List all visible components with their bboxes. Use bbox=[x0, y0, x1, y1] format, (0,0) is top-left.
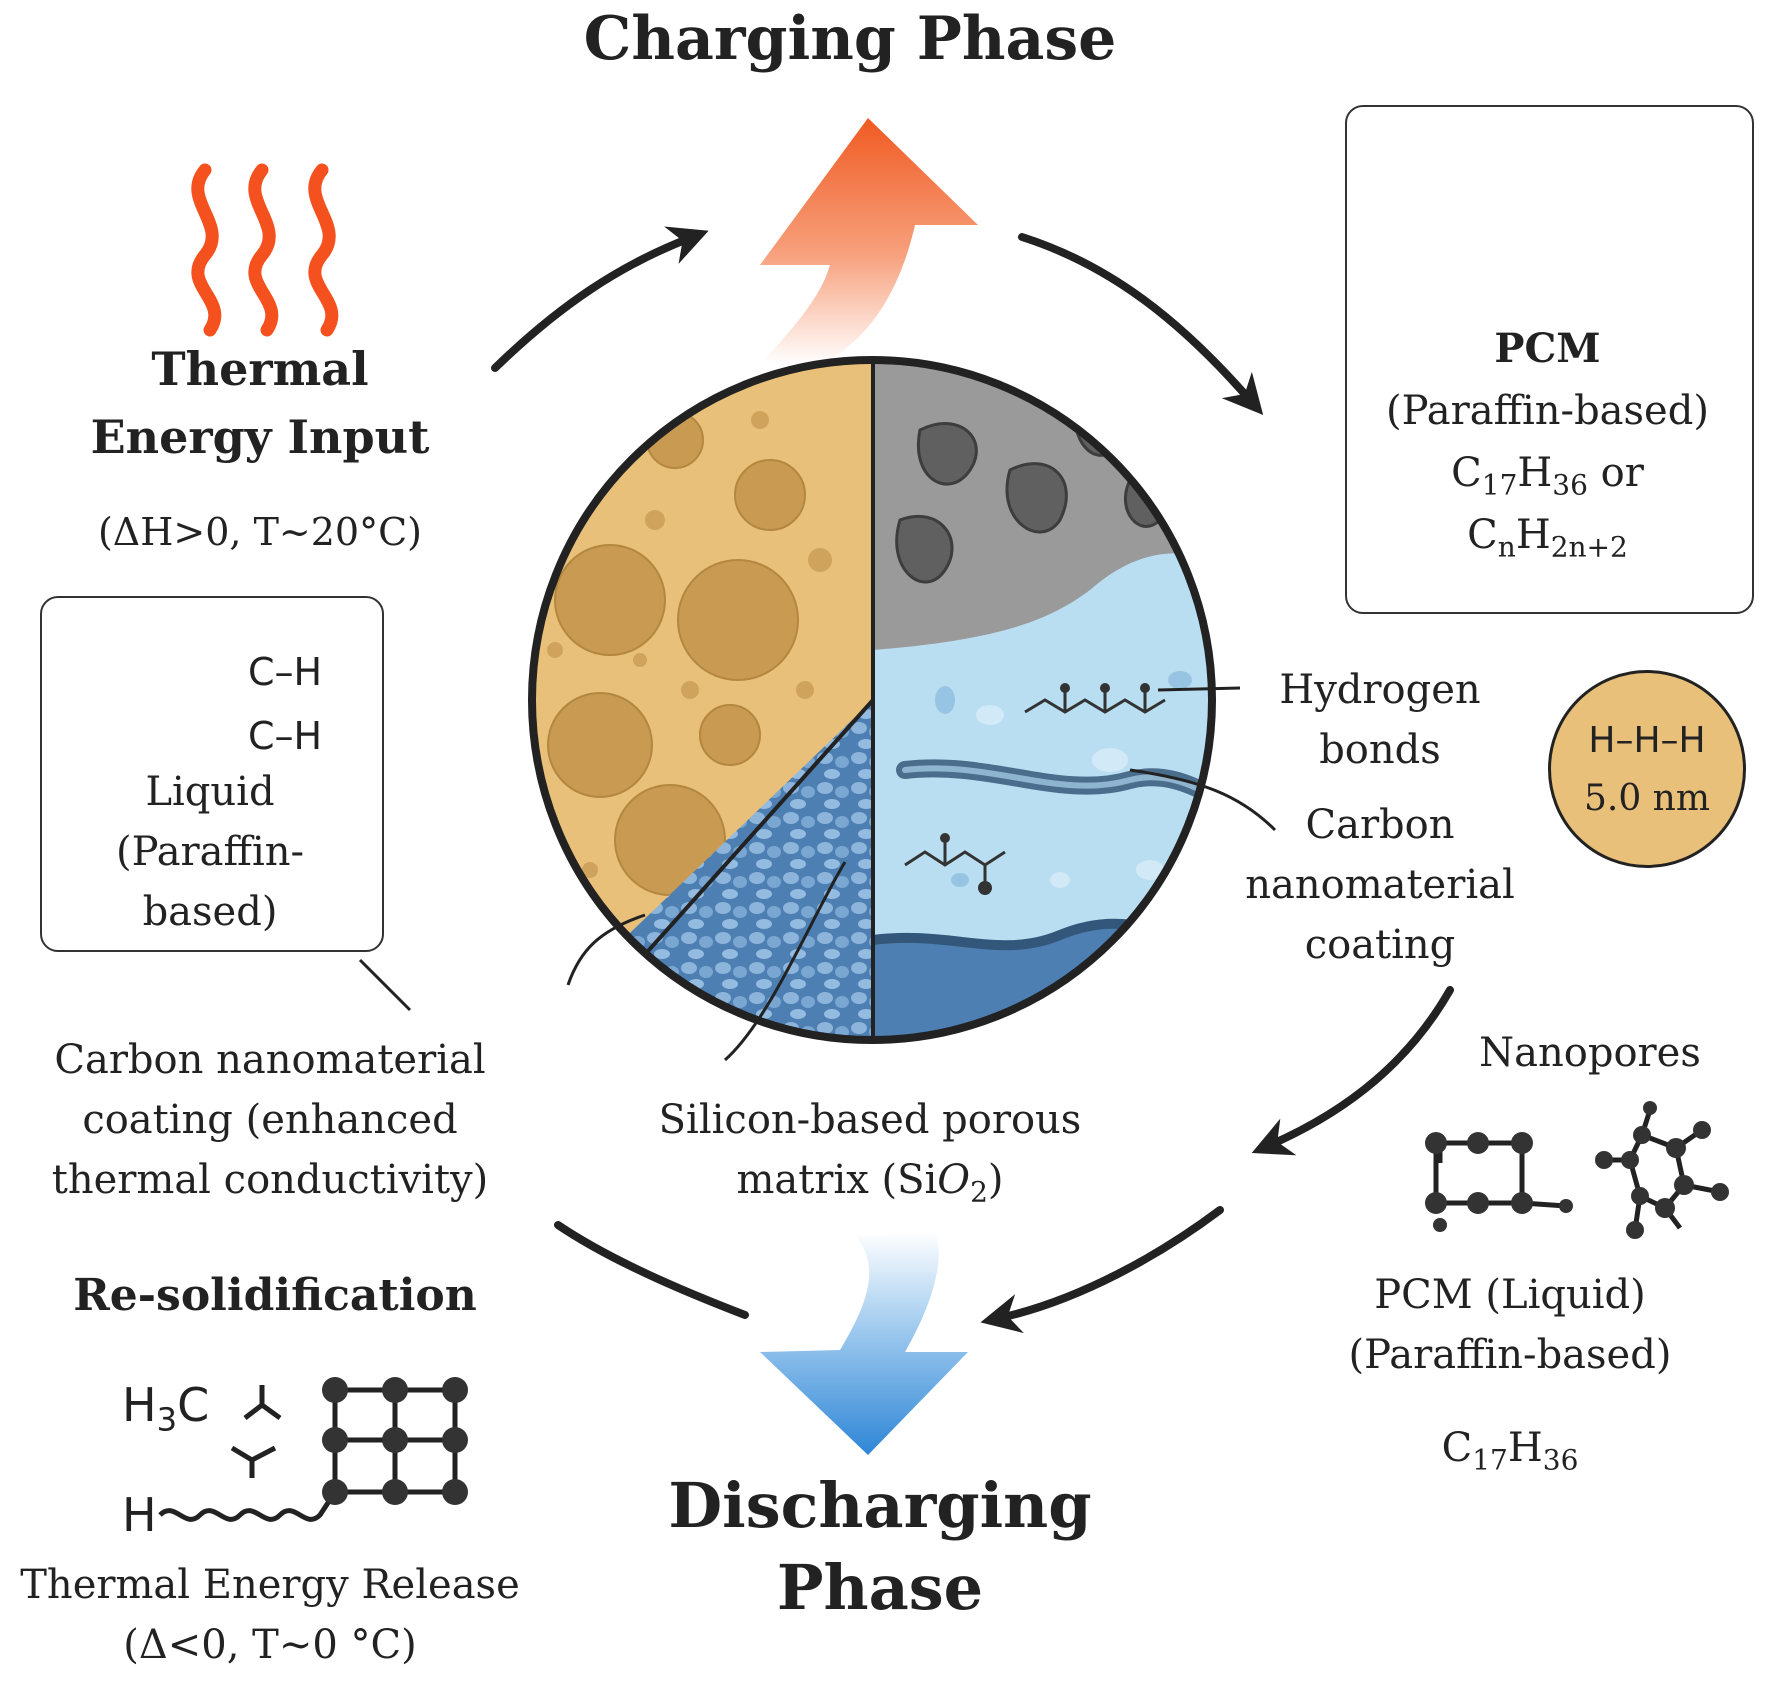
h3c-sub: 3 bbox=[156, 1400, 178, 1439]
coating-left-line2: coating (enhanced bbox=[82, 1097, 458, 1143]
thermal-release-label: Thermal Energy Release (Δ<0, T∼0 °C) bbox=[0, 1555, 540, 1675]
liquid-label-line3: based) bbox=[142, 889, 278, 935]
h3c-label: H3C bbox=[122, 1378, 210, 1436]
matrix-formula-sub: 2 bbox=[970, 1175, 988, 1209]
pcm-liquid-line1: PCM (Liquid) bbox=[1374, 1272, 1646, 1318]
hhh-line2: 5.0 nm bbox=[1583, 778, 1711, 819]
coating-right-line1: Carbon bbox=[1305, 802, 1455, 848]
liquid-box-label: Liquid (Paraffin- based) bbox=[60, 762, 360, 942]
hydrogen-line2: bonds bbox=[1319, 727, 1441, 773]
silicon-matrix-label: Silicon-based porous matrix (SiO2) bbox=[630, 1090, 1110, 1210]
matrix-formula-pre: matrix (Si bbox=[736, 1157, 938, 1203]
coating-left-line3: thermal conductivity) bbox=[51, 1157, 489, 1203]
hhh-badge bbox=[1548, 670, 1746, 868]
liquid-label-line1: Liquid bbox=[145, 769, 275, 815]
leader-lines bbox=[358, 686, 1277, 1062]
f2-h-sub: 2n+2 bbox=[1550, 530, 1628, 564]
heat-waves-icon bbox=[191, 163, 339, 337]
pcm-formula-1: C17H36 or bbox=[1345, 442, 1750, 504]
f2-h: H bbox=[1515, 512, 1551, 558]
cycle-arrows bbox=[491, 226, 1454, 1334]
pl-c-sub: 17 bbox=[1472, 1443, 1508, 1477]
discharging-down-arrow bbox=[760, 1232, 968, 1455]
h3c-h: H bbox=[122, 1378, 157, 1432]
matrix-formula-o: O bbox=[937, 1157, 971, 1203]
discharging-title-line1: Discharging bbox=[668, 1469, 1092, 1542]
thermal-input-title-line1: Thermal bbox=[151, 342, 369, 396]
h3c-c: C bbox=[177, 1378, 210, 1432]
f1-or: or bbox=[1587, 450, 1644, 496]
f1-c: C bbox=[1451, 450, 1482, 496]
hhh-badge-text: H–H–H 5.0 nm bbox=[1548, 712, 1746, 828]
hhh-line1: H–H–H bbox=[1588, 720, 1706, 761]
discharging-phase-title: Discharging Phase bbox=[580, 1465, 1180, 1629]
pcm-title: PCM bbox=[1494, 325, 1601, 372]
f2-c-sub: n bbox=[1497, 530, 1516, 564]
discharging-title-line2: Phase bbox=[776, 1551, 984, 1624]
carbon-coating-left-label: Carbon nanomaterial coating (enhanced th… bbox=[20, 1030, 520, 1210]
pcm-box-text: PCM (Paraffin-based) C17H36 or CnH2n+2 bbox=[1345, 318, 1750, 566]
resolidification-lattice-icon bbox=[158, 1377, 468, 1522]
bond-label-2: C–H bbox=[248, 714, 323, 758]
matrix-formula-post: ) bbox=[987, 1157, 1004, 1203]
pcm-liquid-label: PCM (Liquid) (Paraffin-based) bbox=[1310, 1265, 1710, 1385]
pl-h: H bbox=[1507, 1425, 1543, 1471]
bond-label-1: C–H bbox=[248, 650, 323, 694]
h-label: H bbox=[122, 1488, 157, 1542]
pcm-info-box bbox=[1345, 105, 1754, 614]
hydrogen-bonds-label: Hydrogen bonds bbox=[1240, 660, 1520, 780]
coating-left-line1: Carbon nanomaterial bbox=[54, 1037, 486, 1083]
resolidification-title: Re-solidification bbox=[73, 1270, 477, 1321]
thermal-input-title: Thermal Energy Input bbox=[60, 335, 460, 471]
pcm-liquid-line2: (Paraffin-based) bbox=[1348, 1332, 1672, 1378]
release-line1: Thermal Energy Release bbox=[20, 1562, 520, 1608]
liquid-bonds: C–H C–H bbox=[248, 640, 322, 768]
hydrogen-line1: Hydrogen bbox=[1279, 667, 1481, 713]
coating-right-line2: nanomaterial bbox=[1245, 862, 1515, 908]
pl-c: C bbox=[1441, 1425, 1473, 1471]
matrix-label-line2: matrix (SiO2) bbox=[630, 1150, 1110, 1210]
f1-h: H bbox=[1517, 450, 1553, 496]
thermal-input-title-line2: Energy Input bbox=[90, 410, 430, 464]
pcm-line1: (Paraffin-based) bbox=[1386, 388, 1709, 434]
pl-h-sub: 36 bbox=[1542, 1443, 1579, 1477]
nanopores-molecules-icon bbox=[1425, 1101, 1729, 1239]
carbon-coating-right-label: Carbon nanomaterial coating bbox=[1230, 795, 1530, 975]
matrix-label-line1: Silicon-based porous bbox=[658, 1097, 1082, 1143]
f2-c: C bbox=[1467, 512, 1498, 558]
release-line2: (Δ<0, T∼0 °C) bbox=[123, 1622, 417, 1668]
f1-h-sub: 36 bbox=[1552, 468, 1588, 502]
pcm-formula-2: CnH2n+2 bbox=[1345, 504, 1750, 566]
coating-right-line3: coating bbox=[1304, 922, 1456, 968]
charging-up-arrow bbox=[760, 118, 978, 365]
liquid-paraffin-box bbox=[40, 596, 384, 952]
charging-phase-title: Charging Phase bbox=[583, 4, 1117, 74]
nanopores-label: Nanopores bbox=[1479, 1030, 1701, 1076]
f1-c-sub: 17 bbox=[1481, 468, 1518, 502]
thermal-input-subtitle: (ΔH>0, T∼20°C) bbox=[97, 510, 423, 554]
pcm-liquid-formula: C17H36 bbox=[1360, 1425, 1660, 1474]
liquid-label-line2: (Paraffin- bbox=[115, 829, 305, 875]
